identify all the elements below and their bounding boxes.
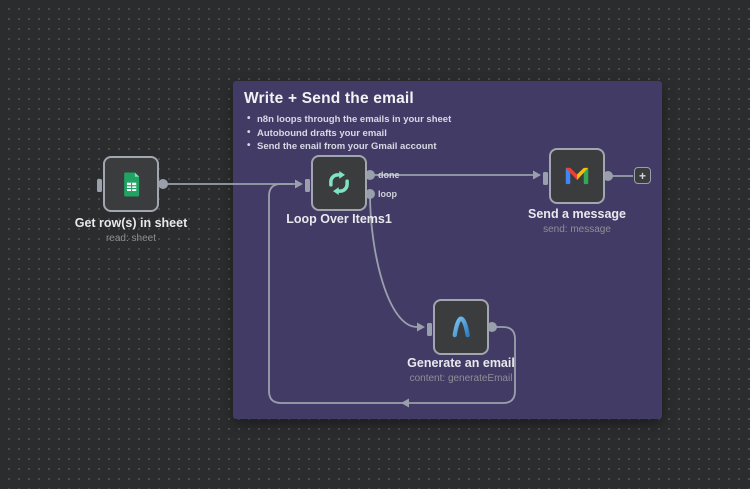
arrowhead-generate-input [417, 322, 425, 332]
arrowhead-gmail-input [533, 170, 541, 180]
sheets-input-handle[interactable] [97, 179, 102, 192]
generate-input-handle[interactable] [427, 323, 432, 336]
arrowhead-loop-input [295, 179, 303, 189]
arrowhead-loopback [401, 398, 409, 408]
port-label-loop: loop [378, 189, 397, 199]
sticky-bullet: Autobound drafts your email [246, 128, 662, 139]
autobound-icon [452, 316, 470, 338]
gmail-icon [565, 167, 589, 185]
sticky-note[interactable]: Write + Send the email n8n loops through… [233, 81, 662, 419]
port-label-done: done [378, 170, 400, 180]
sheets-output-port[interactable] [158, 179, 168, 189]
google-sheets-icon [123, 171, 139, 197]
connection-loop-to-generate[interactable] [369, 193, 418, 328]
loop-icon [329, 171, 349, 195]
node-generate-an-email[interactable] [427, 299, 489, 355]
connection-generate-to-loop[interactable] [268, 183, 516, 404]
sticky-bullet: Send the enail from your Gmail account [246, 141, 662, 152]
sticky-note-title: Write + Send the email [244, 90, 414, 107]
sticky-bullet: n8n loops through the emails in your she… [246, 114, 662, 125]
loop-loop-output-port[interactable] [365, 189, 375, 199]
add-node-button[interactable]: + [634, 167, 651, 184]
node-send-a-message[interactable] [543, 148, 605, 204]
generate-output-port[interactable] [487, 322, 497, 332]
loop-done-output-port[interactable] [365, 170, 375, 180]
sticky-note-bullets: n8n loops through the emails in your she… [246, 114, 662, 152]
node-get-rows-in-sheet[interactable] [97, 156, 159, 212]
gmail-input-handle[interactable] [543, 172, 548, 185]
node-loop-over-items[interactable] [305, 155, 367, 211]
gmail-output-port[interactable] [603, 171, 613, 181]
loop-input-handle[interactable] [305, 179, 310, 192]
